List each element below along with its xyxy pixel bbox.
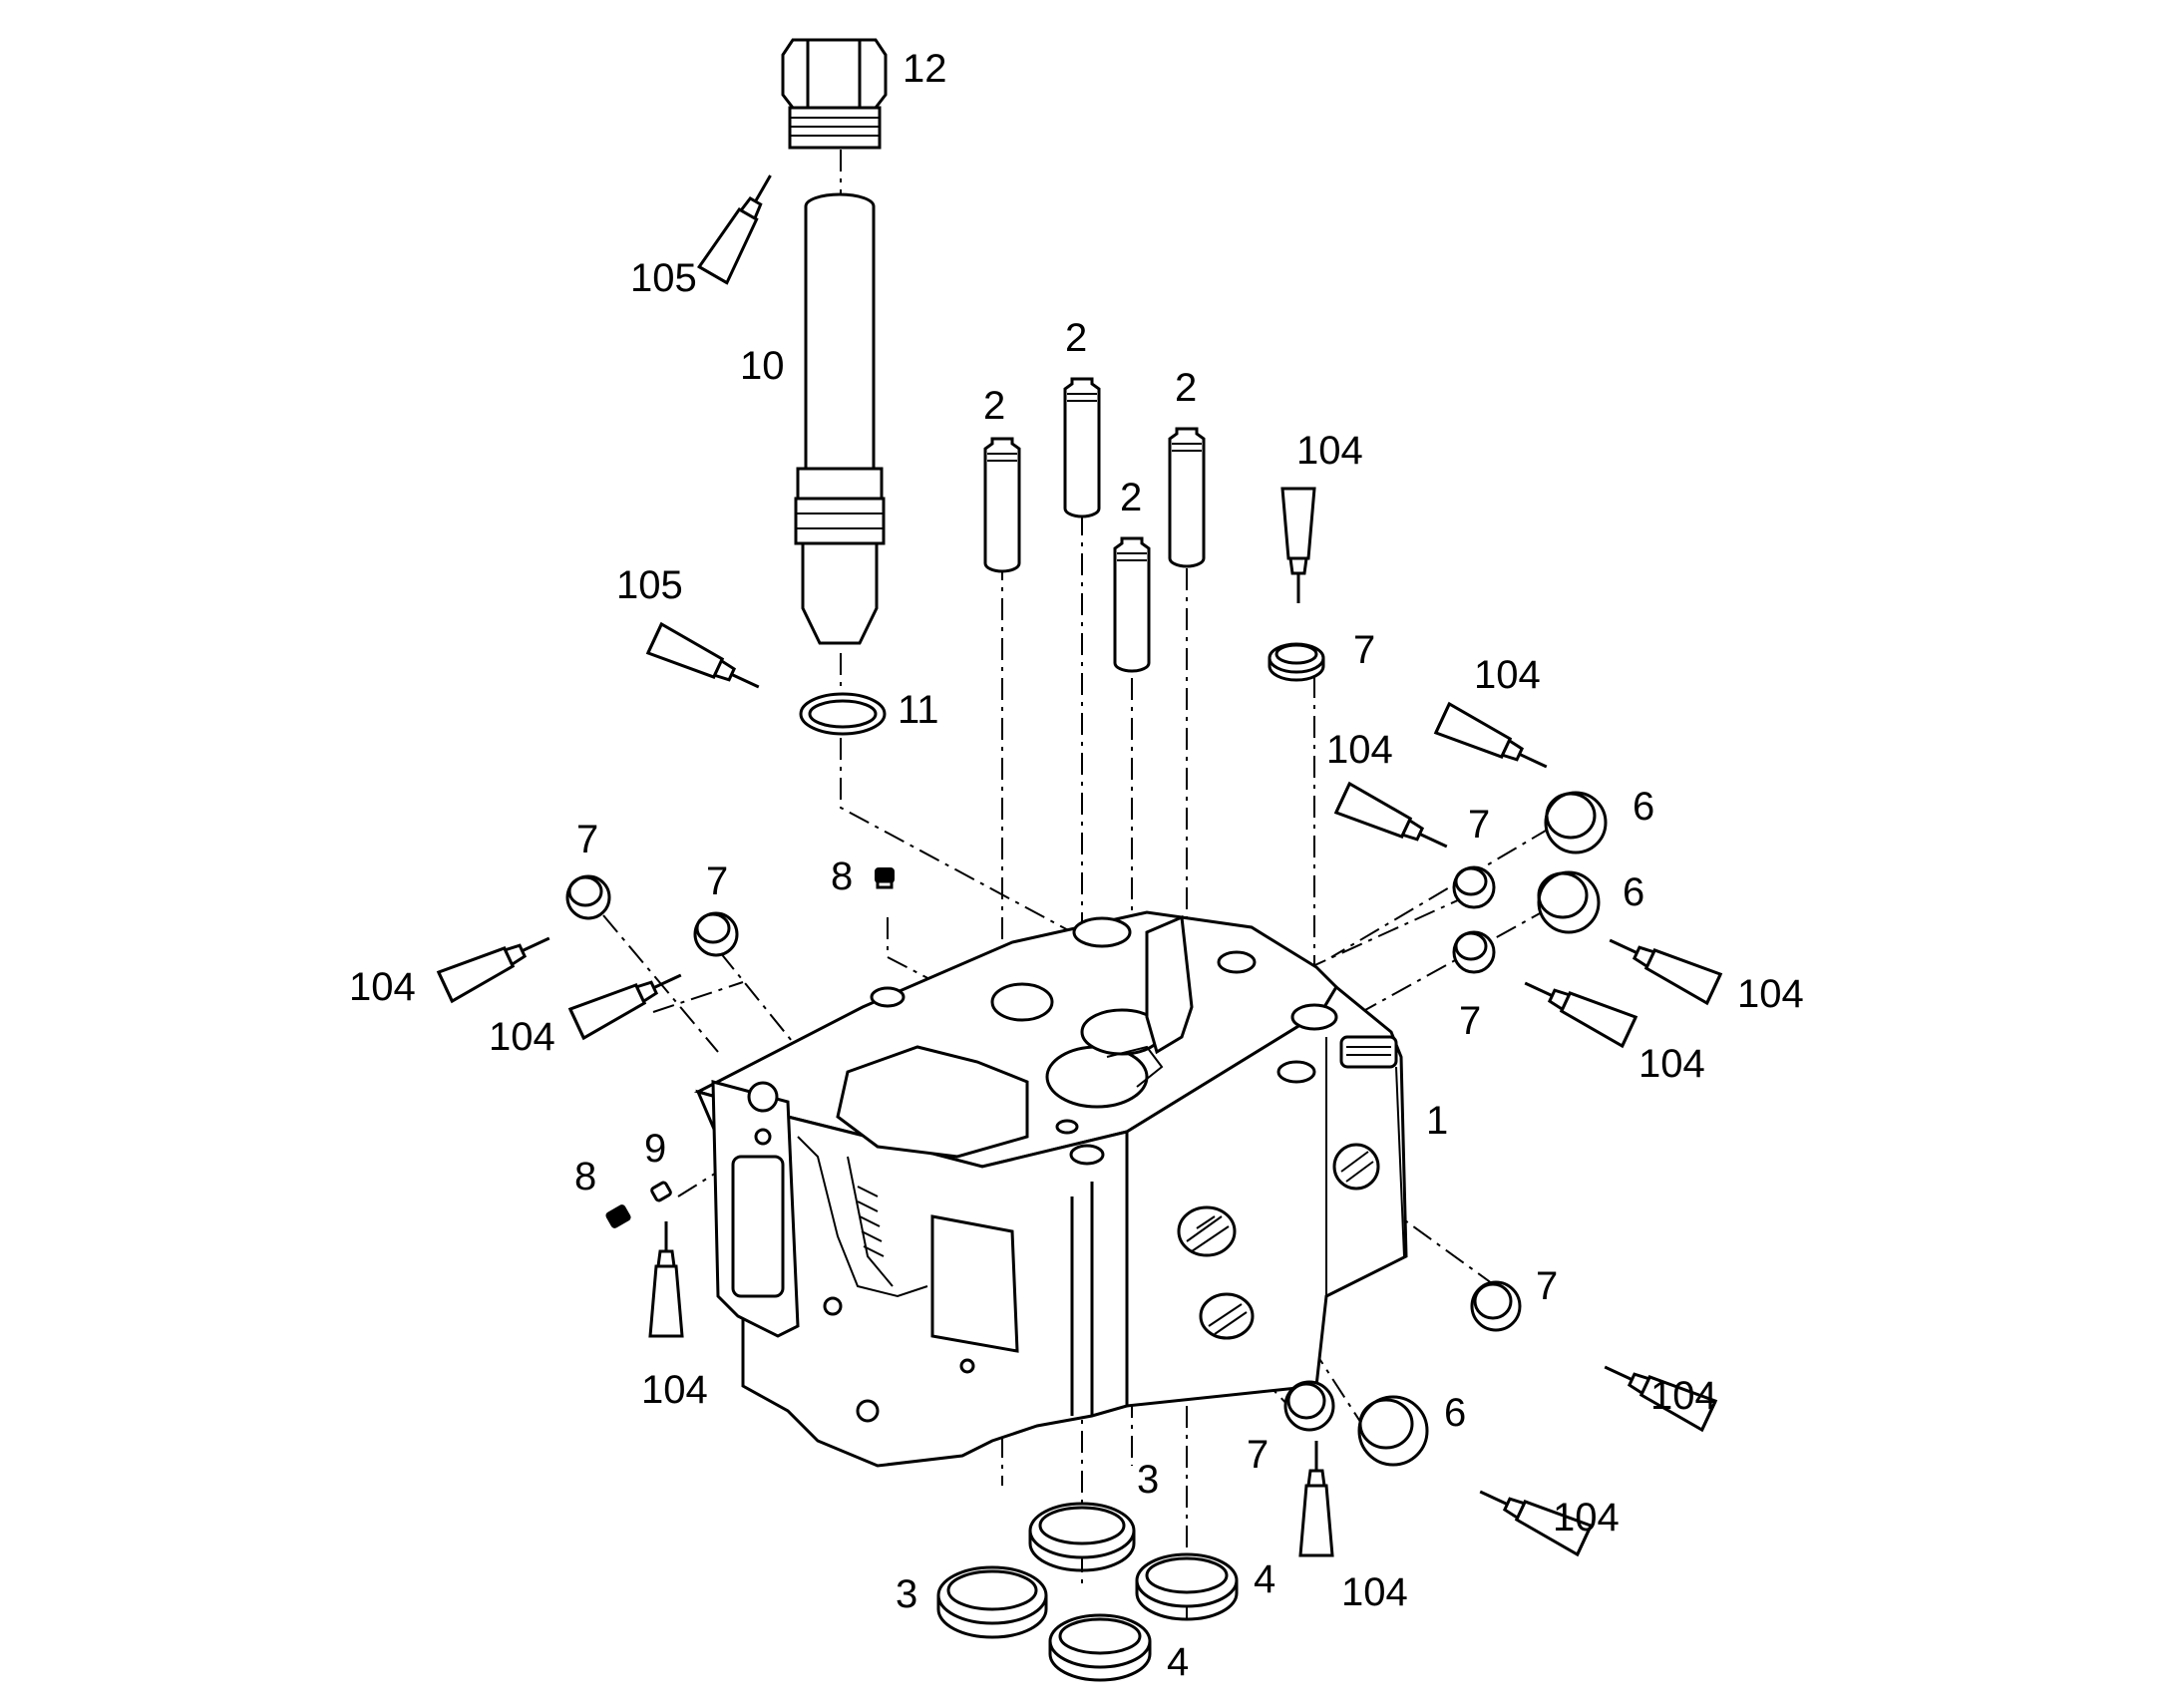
- callout-3: 3: [1137, 1458, 1159, 1502]
- callout-7: 7: [706, 859, 728, 903]
- callout-6: 6: [1633, 785, 1654, 829]
- callout-7: 7: [576, 818, 598, 861]
- sealant-tubes: [436, 174, 1723, 1557]
- callout-7: 7: [1353, 628, 1375, 672]
- callout-104: 104: [489, 1015, 555, 1059]
- callout-4: 4: [1254, 1557, 1275, 1601]
- callout-104: 104: [1638, 1042, 1705, 1086]
- callout-10: 10: [740, 344, 785, 388]
- callout-2: 2: [983, 384, 1005, 428]
- set-screw-8-top: [875, 867, 895, 889]
- plug-9: [650, 1181, 672, 1202]
- plug-12: [781, 38, 888, 150]
- callout-104: 104: [349, 965, 416, 1009]
- callout-4: 4: [1167, 1640, 1189, 1684]
- valve-guides-2: [983, 377, 1206, 673]
- callout-7: 7: [1247, 1433, 1269, 1477]
- callout-6: 6: [1623, 870, 1644, 914]
- callout-6: 6: [1444, 1391, 1466, 1435]
- caps-6: [1357, 791, 1608, 1467]
- callout-104: 104: [1296, 429, 1363, 473]
- callout-8: 8: [574, 1155, 596, 1198]
- callout-104: 104: [1326, 728, 1393, 772]
- sleeve-10: [794, 192, 886, 645]
- set-screw-8-left: [605, 1204, 631, 1228]
- callout-104: 104: [1553, 1496, 1620, 1539]
- callout-105: 105: [616, 563, 683, 607]
- callout-7: 7: [1459, 999, 1481, 1043]
- callout-104: 104: [641, 1368, 708, 1412]
- o-ring-11: [799, 692, 887, 736]
- callout-12: 12: [903, 47, 947, 91]
- callout-7: 7: [1468, 803, 1490, 847]
- callout-11: 11: [898, 688, 939, 732]
- callout-8: 8: [831, 854, 853, 898]
- callout-labels: 12 105 10 105 11 2 2 2 2 104 7 104 104 7…: [349, 47, 1804, 1684]
- callout-104: 104: [1650, 1374, 1717, 1418]
- callout-9: 9: [644, 1127, 666, 1171]
- callout-2: 2: [1065, 316, 1087, 360]
- seat-rings: [936, 1502, 1239, 1682]
- callout-104: 104: [1341, 1570, 1408, 1614]
- callout-105: 105: [630, 256, 697, 300]
- caps-7: [565, 642, 1522, 1432]
- cylinder-head-1: [693, 910, 1408, 1468]
- callout-104: 104: [1737, 972, 1804, 1016]
- callout-7: 7: [1536, 1264, 1558, 1308]
- callout-2: 2: [1120, 476, 1142, 519]
- callout-1: 1: [1426, 1099, 1448, 1143]
- callout-2: 2: [1175, 366, 1197, 410]
- callout-3: 3: [896, 1572, 917, 1616]
- callout-104: 104: [1474, 653, 1541, 697]
